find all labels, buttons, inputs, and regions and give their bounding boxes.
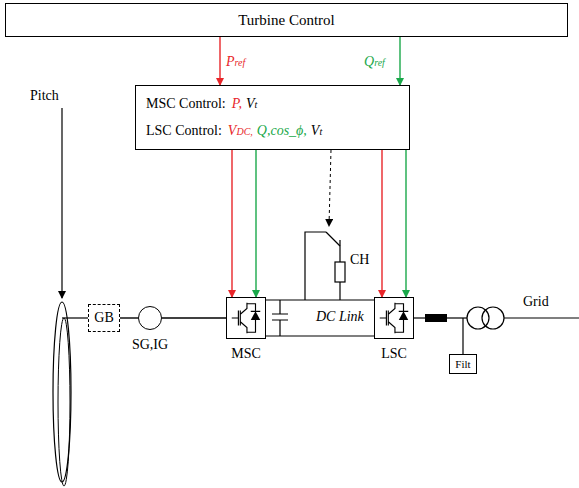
- wire: [462, 318, 463, 354]
- part-name: CH: [350, 252, 369, 268]
- text-row: MSC Control: P, Vt: [146, 96, 399, 112]
- node-text: Q,cos_ϕ,: [257, 123, 307, 138]
- igbt-symbol: [227, 298, 265, 338]
- converter-box: LSC: [374, 297, 414, 339]
- node-text: Vt: [311, 123, 322, 139]
- resistor-symbol: [335, 262, 345, 282]
- gearbox-box: GB: [88, 304, 120, 332]
- node-text: VDC,: [228, 123, 253, 139]
- transformer-symbol: [482, 307, 504, 329]
- part-name: DC Link: [316, 309, 364, 325]
- part-name: Grid: [523, 294, 549, 310]
- signal-arrow: [405, 150, 406, 297]
- filter-box: Filt: [449, 354, 477, 374]
- signal-arrow: [120, 317, 138, 318]
- text-row: LSC Control: VDC, Q,cos_ϕ, Vt: [146, 123, 399, 139]
- node-text: Filt: [455, 358, 470, 370]
- wire: [414, 317, 425, 318]
- grid-line: [504, 317, 579, 318]
- inductor-symbol: [425, 314, 447, 322]
- node-text: GB: [94, 310, 113, 326]
- signal-arrow: [381, 150, 382, 297]
- igbt-symbol: [375, 298, 413, 338]
- generator-circle: SG,IG: [138, 306, 162, 330]
- signal-arrow: [255, 150, 256, 297]
- edge-label: Qref: [364, 54, 385, 70]
- node-text: LSC Control:: [146, 123, 222, 138]
- node-text: P,: [232, 96, 242, 111]
- dc-rail: [266, 335, 374, 336]
- signal-arrow: [219, 37, 220, 85]
- converter-box: MSC: [226, 297, 266, 339]
- edge-label: Pref: [226, 54, 245, 70]
- pitch-arrow: [61, 108, 62, 298]
- shaft: [62, 317, 88, 318]
- node-text: LSC: [381, 346, 407, 362]
- capacitor-symbol: [272, 300, 288, 336]
- node-text: Vt: [246, 96, 257, 112]
- rotor-blade: [58, 318, 70, 486]
- switch-symbol: [326, 232, 340, 246]
- node-text: SG,IG: [132, 337, 168, 353]
- dc-rail: [266, 299, 374, 300]
- controller-box: MSC Control:P,VtLSC Control:VDC,Q,cos_ϕ,…: [135, 85, 410, 150]
- signal-arrow: [162, 317, 226, 318]
- signal-arrow: [399, 37, 400, 85]
- signal-arrow: [231, 150, 232, 297]
- node-text: Turbine Control: [238, 12, 335, 29]
- node-text: MSC Control:: [146, 96, 226, 111]
- wire: [447, 317, 467, 318]
- signal-name: Pitch: [30, 88, 59, 104]
- control-box: Turbine Control: [5, 3, 568, 37]
- chopper-wire: [305, 232, 326, 300]
- node-text: MSC: [231, 346, 261, 362]
- control-signal: [329, 150, 331, 226]
